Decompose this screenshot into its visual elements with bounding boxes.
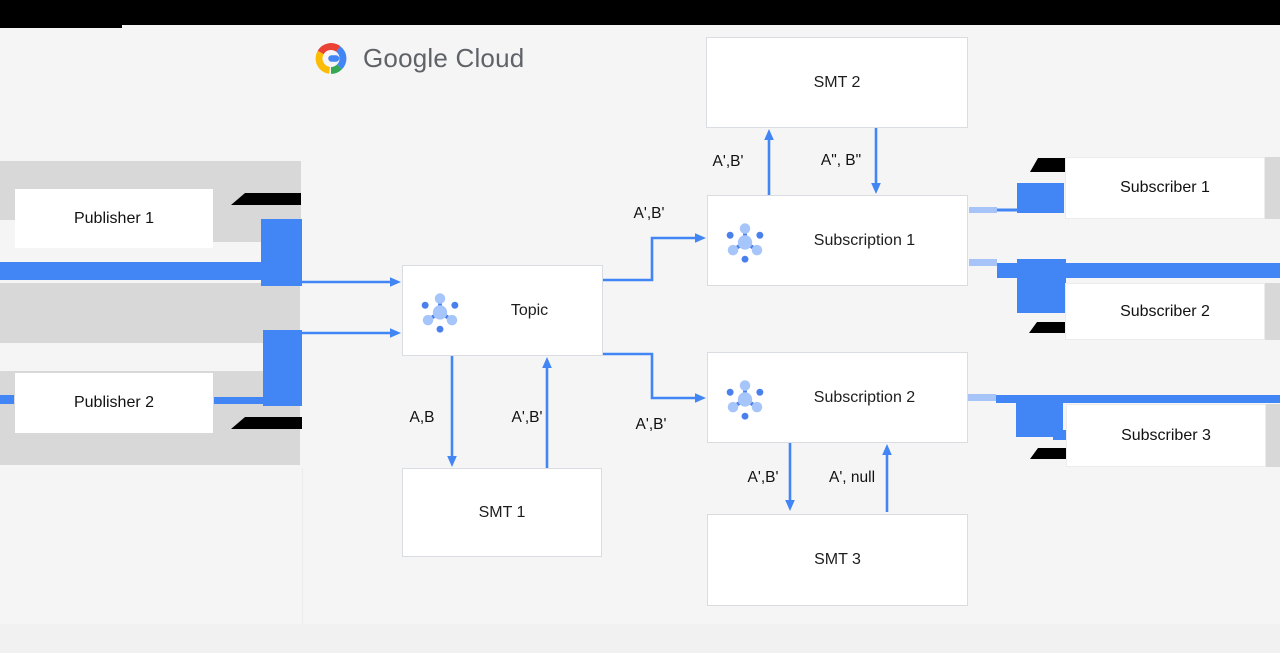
magnified-black-arrow-sub2 [1029,322,1065,333]
google-cloud-wordmark: Google Cloud [363,43,525,73]
smt2-label: SMT 2 [813,73,861,91]
topic-label: Topic [510,301,549,319]
edge-label-topic-sub2: A',B' [635,416,667,433]
subscription1-box: Subscription 1 [707,195,968,286]
magnified-black-arrow-pub2 [231,417,302,429]
subscription1-label: Subscription 1 [813,231,916,249]
gray-band-2 [0,283,300,343]
magnified-blue-bar-sub3 [996,395,1280,403]
edge-label-smt1-topic: A',B' [511,409,543,426]
pubsub-icon [726,222,764,263]
edge-label-sub1-smt2: A',B' [712,153,744,170]
light-blue-line-3 [968,394,996,401]
magnified-black-arrow-sub3 [1030,448,1066,459]
topic-box: Topic [402,265,603,356]
light-blue-line-1 [969,207,997,213]
smt1-label: SMT 1 [478,503,526,521]
magnified-blue-elbow-pub2 [263,330,302,406]
google-cloud-icon [315,43,347,74]
publisher1-label: Publisher 1 [73,209,155,227]
region-seam [302,468,303,624]
pubsub-icon [421,292,459,333]
gray-strip-sub2 [1265,283,1280,340]
light-blue-line-2 [969,259,997,266]
magnified-blue-bar-pub1 [0,262,261,280]
subscriber3-box: Subscriber 3 [1066,404,1266,467]
magnified-blue-elbow-pub1 [261,219,302,286]
edge-label-topic-smt1: A,B [409,409,435,426]
google-cloud-logo: Google Cloud [308,40,524,77]
subscriber3-label: Subscriber 3 [1121,426,1211,444]
top-black-bar-left-step [0,25,122,28]
publisher2-label: Publisher 2 [73,394,155,411]
subscription2-box: Subscription 2 [707,352,968,443]
magnified-blue-bar-pub2-left [0,395,14,404]
gray-strip-sub1 [1265,157,1280,219]
smt3-label: SMT 3 [814,551,861,568]
subscriber1-label: Subscriber 1 [1120,179,1210,196]
edge-topic-subscription2 [602,352,696,400]
magnified-blue-step-sub3 [1053,430,1070,440]
magnified-blue-block-sub1 [1017,183,1064,213]
edge-label-topic-sub1: A',B' [633,205,665,222]
pubsub-icon [726,379,764,420]
edge-topic-subscription1 [602,236,696,282]
smt3-box: SMT 3 [707,514,968,606]
magnified-black-arrow-pub1 [231,193,301,205]
edge-label-smt3-sub2: A', null [828,469,876,486]
smt2-box: SMT 2 [706,37,968,128]
subscriber2-box: Subscriber 2 [1065,283,1265,340]
edge-label-sub2-smt3: A',B' [747,469,779,486]
subscriber1-box: Subscriber 1 [1065,157,1265,219]
subscriber2-label: Subscriber 2 [1120,302,1210,320]
subscription2-label: Subscription 2 [813,388,916,406]
magnified-blue-bar-sub2 [997,263,1280,278]
gray-strip-sub3 [1266,404,1280,467]
magnified-blue-elbow-sub2 [1017,259,1066,313]
magnified-black-arrow-sub1 [1030,158,1065,172]
publisher2-box: Publisher 2 [15,373,213,433]
smt1-box: SMT 1 [402,468,602,557]
top-black-bar [0,0,1280,25]
bottom-strip [0,624,1280,653]
edge-label-smt2-sub1: A", B" [820,152,862,169]
magnified-blue-bar-pub2-right [214,397,263,404]
publisher1-box: Publisher 1 [15,189,213,248]
